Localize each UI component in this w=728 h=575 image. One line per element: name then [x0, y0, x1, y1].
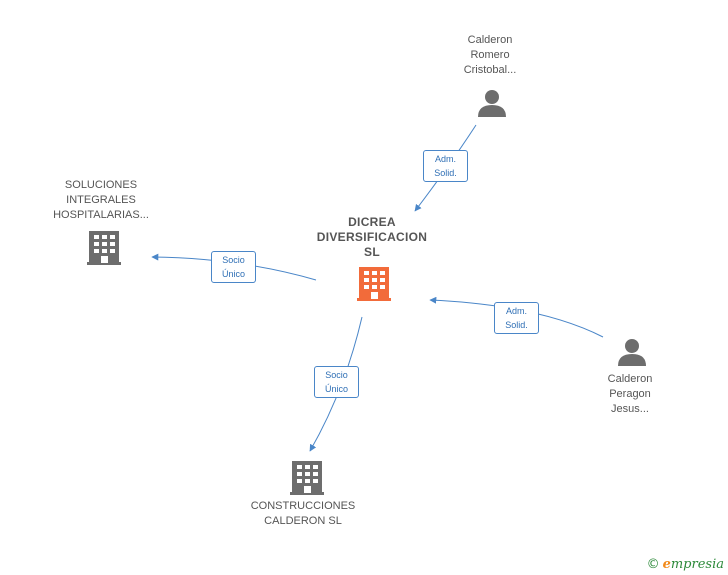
node-label-dicrea[interactable]: DICREA DIVERSIFICACION SL — [316, 215, 428, 259]
person-icon[interactable] — [618, 339, 646, 366]
building-icon[interactable] — [357, 267, 391, 301]
brand-initial: e — [662, 557, 671, 572]
edge-label-adm-solid[interactable]: Adm. Solid. — [494, 302, 539, 334]
building-icon[interactable] — [290, 461, 324, 495]
edge-label-socio-unico[interactable]: Socio Único — [211, 251, 256, 283]
node-label-construcciones[interactable]: CONSTRUCCIONES CALDERON SL — [250, 500, 356, 527]
empresia-logo[interactable]: ©empresia — [647, 557, 724, 572]
node-label-soluciones[interactable]: SOLUCIONES INTEGRALES HOSPITALARIAS... — [53, 179, 149, 221]
copyright-symbol: © — [646, 557, 660, 572]
edge-label-adm-solid[interactable]: Adm. Solid. — [423, 150, 468, 182]
person-icon[interactable] — [478, 90, 506, 117]
node-label-calderon-peragon[interactable]: Calderon Peragon Jesus... — [607, 373, 653, 415]
building-icon[interactable] — [87, 231, 121, 265]
brand-name: mpresia — [670, 557, 724, 572]
node-label-calderon-romero[interactable]: Calderon Romero Cristobal... — [463, 34, 517, 76]
edge-label-socio-unico[interactable]: Socio Único — [314, 366, 359, 398]
